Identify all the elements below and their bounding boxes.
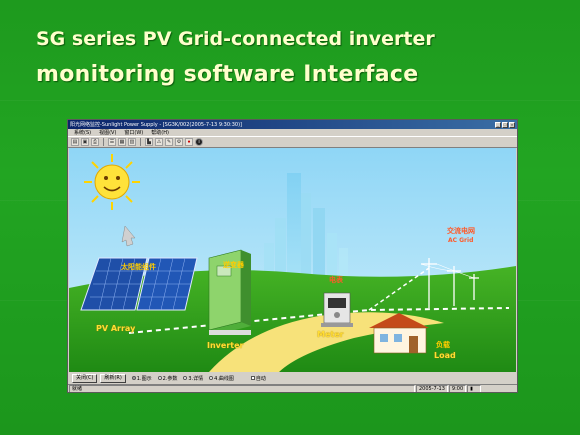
- menu-help[interactable]: 帮助(H): [151, 130, 169, 136]
- city-skyline: [264, 173, 348, 293]
- minimize-button[interactable]: _: [495, 121, 501, 128]
- save-icon[interactable]: ▣: [81, 138, 89, 146]
- grid-icon[interactable]: ▦: [118, 138, 126, 146]
- arrow-icon: [121, 225, 136, 247]
- chart-icon[interactable]: ▙: [145, 138, 153, 146]
- slide-title-line1: SG series PV Grid-connected inverter: [36, 28, 435, 50]
- load-label: Load: [434, 351, 456, 360]
- pv-array-label: PV Array: [96, 324, 136, 333]
- menu-view[interactable]: 视图(V): [99, 130, 117, 136]
- view-radio-params[interactable]: 2.参数: [157, 375, 177, 382]
- stop-icon[interactable]: ●: [185, 138, 193, 146]
- auto-checkbox[interactable]: 自动: [250, 375, 266, 382]
- load-house-icon: [369, 313, 429, 354]
- menu-system[interactable]: 系统(S): [74, 130, 92, 136]
- window-titlebar[interactable]: 阳光网络监控-Sunlight Power Supply - [SG3K/002…: [68, 120, 517, 129]
- tools-icon[interactable]: ✎: [165, 138, 173, 146]
- system-diagram: 太阳能组件 PV Array 逆变器 Inverter 电表 Meter 负载 …: [69, 148, 516, 372]
- meter-label: Meter: [317, 330, 344, 339]
- diagram-canvas: [69, 148, 516, 372]
- table-icon[interactable]: ▥: [128, 138, 136, 146]
- meter-label-cn: 电表: [329, 276, 343, 284]
- meter-icon: [321, 292, 353, 327]
- toolbar: ▤ ▣ ⎙ ☰ ▦ ▥ ▙ ⚠ ✎ ⚙ ● i: [68, 136, 517, 148]
- settings-icon[interactable]: ⚙: [175, 138, 183, 146]
- info-icon[interactable]: i: [195, 138, 203, 146]
- window-title: 阳光网络监控-Sunlight Power Supply - [SG3K/002…: [70, 122, 242, 128]
- close-window-button[interactable]: ×: [509, 121, 515, 128]
- inverter-icon: [208, 249, 251, 335]
- grid-label: AC Grid: [448, 237, 474, 244]
- inverter-label-cn: 逆变器: [223, 261, 244, 269]
- pv-array-label-cn: 太阳能组件: [121, 263, 156, 271]
- inverter-label: Inverter: [207, 341, 244, 350]
- list-icon[interactable]: ☰: [108, 138, 116, 146]
- print-icon[interactable]: ⎙: [91, 138, 99, 146]
- connection-line: [128, 307, 510, 334]
- maximize-button[interactable]: □: [502, 121, 508, 128]
- view-radio-diagram[interactable]: 1.图示: [131, 375, 152, 382]
- status-icon: ▮: [467, 385, 482, 392]
- slide-title-line2: monitoring software Interface: [36, 62, 419, 87]
- load-label-cn: 负载: [436, 341, 450, 349]
- refresh-button[interactable]: 刷新(R): [100, 373, 126, 383]
- sun-icon: [84, 154, 140, 210]
- bottom-controls: 关闭(C) 刷新(R) 1.图示 2.参数 3.详情 4.曲线图 自动: [69, 373, 517, 383]
- close-button[interactable]: 关闭(C): [72, 373, 98, 383]
- status-time: 9:00: [448, 385, 467, 392]
- status-date: 2005-7-13: [416, 385, 448, 392]
- grid-label-cn: 交流电网: [447, 227, 475, 235]
- menu-bar: 系统(S) 视图(V) 窗口(W) 帮助(H): [68, 129, 517, 136]
- power-pole-icon: [420, 258, 479, 308]
- alarm-icon[interactable]: ⚠: [155, 138, 163, 146]
- status-text: 就绪: [69, 385, 415, 392]
- open-icon[interactable]: ▤: [71, 138, 79, 146]
- view-radio-curve[interactable]: 4.曲线图: [209, 375, 234, 382]
- status-bar: 就绪 2005-7-13 9:00 ▮: [68, 384, 517, 392]
- app-window: 阳光网络监控-Sunlight Power Supply - [SG3K/002…: [67, 119, 518, 393]
- view-radio-details[interactable]: 3.详情: [183, 375, 203, 382]
- pv-array-icon: [80, 257, 198, 311]
- menu-window[interactable]: 窗口(W): [124, 130, 144, 136]
